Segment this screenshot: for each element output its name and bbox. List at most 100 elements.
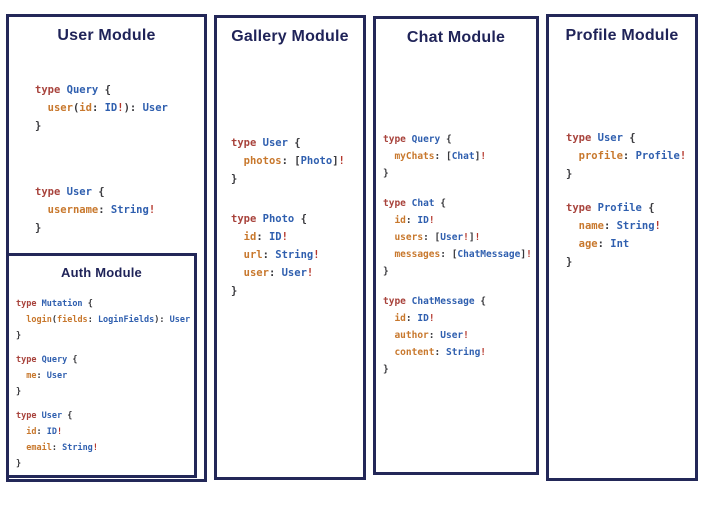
code-line: id: ID! bbox=[383, 310, 536, 327]
code-token: ) bbox=[154, 315, 160, 325]
code-token: User bbox=[597, 132, 623, 144]
code-token: Photo bbox=[262, 213, 295, 225]
code-token: id bbox=[394, 215, 406, 226]
code-token: photos bbox=[243, 155, 282, 167]
code-token bbox=[231, 267, 244, 279]
code-token: { bbox=[300, 213, 307, 225]
code-token: ! bbox=[428, 215, 435, 226]
code-line: author: User! bbox=[383, 327, 536, 344]
code-token: id bbox=[79, 102, 92, 114]
code-token: [ bbox=[451, 249, 458, 260]
code-token bbox=[231, 249, 244, 261]
code-token: } bbox=[16, 387, 22, 397]
code-token: profile bbox=[578, 150, 623, 162]
code-token: ! bbox=[480, 347, 487, 358]
code-line: type ChatMessage { bbox=[383, 293, 536, 310]
code-token bbox=[16, 371, 26, 381]
code-line: } bbox=[383, 263, 536, 280]
code-block: type Chat { id: ID! users: [User!]! mess… bbox=[383, 195, 536, 280]
code-token: ! bbox=[338, 155, 345, 167]
code-token bbox=[383, 330, 394, 341]
code-token: messages bbox=[394, 249, 441, 260]
code-token: } bbox=[16, 459, 22, 469]
module-title: Profile Module bbox=[565, 27, 679, 44]
module-code: type Query { myChats: [Chat]!}type Chat … bbox=[376, 131, 536, 378]
code-token: type bbox=[16, 355, 37, 365]
code-token: users bbox=[394, 232, 424, 243]
code-token: : bbox=[405, 313, 412, 324]
code-token: : bbox=[281, 155, 288, 167]
code-token: { bbox=[629, 132, 636, 144]
code-block: type User { photos: [Photo]!} bbox=[231, 134, 363, 188]
code-token: ] bbox=[332, 155, 339, 167]
code-block: type Query { me: User} bbox=[16, 352, 194, 400]
module-code: type Mutation { login(fields: LoginField… bbox=[9, 296, 194, 472]
code-token: : bbox=[440, 249, 446, 260]
code-token: : bbox=[434, 151, 441, 162]
code-token: [ bbox=[445, 151, 452, 162]
code-token: String bbox=[62, 443, 93, 453]
code-token bbox=[383, 313, 394, 324]
code-block: type Profile { name: String! age: Int} bbox=[566, 199, 695, 271]
code-token: Profile bbox=[635, 150, 680, 162]
code-token bbox=[383, 215, 394, 226]
code-token: } bbox=[231, 173, 238, 185]
module-code: type Query { user(id: ID!): User}type Us… bbox=[9, 81, 204, 237]
code-line: } bbox=[383, 165, 536, 182]
code-token: ( bbox=[72, 102, 80, 114]
code-line: id: ID! bbox=[231, 228, 363, 246]
code-token: ChatMessage bbox=[411, 296, 475, 307]
code-token: : bbox=[622, 150, 630, 162]
code-line: } bbox=[566, 253, 695, 271]
code-token: ID bbox=[268, 231, 282, 243]
module-title: Auth Module bbox=[61, 265, 142, 280]
code-token: Query bbox=[66, 84, 99, 96]
code-line: type User { bbox=[35, 183, 204, 201]
code-token: author bbox=[394, 330, 429, 341]
code-token: User bbox=[262, 137, 288, 149]
code-token: ! bbox=[148, 204, 156, 216]
code-line: username: String! bbox=[35, 201, 204, 219]
code-token bbox=[16, 443, 26, 453]
code-token: String bbox=[110, 204, 149, 216]
code-token: user bbox=[243, 267, 269, 279]
code-token: type bbox=[566, 132, 592, 144]
code-token: } bbox=[35, 222, 42, 234]
code-line: type Query { bbox=[383, 131, 536, 148]
code-token: : bbox=[428, 330, 435, 341]
code-token: type bbox=[231, 213, 257, 225]
code-token: ! bbox=[526, 249, 532, 260]
code-line: me: User bbox=[16, 368, 194, 384]
code-line: } bbox=[383, 361, 536, 378]
code-token: { bbox=[67, 411, 73, 421]
code-token: me bbox=[26, 371, 37, 381]
code-token: : bbox=[423, 232, 429, 243]
code-token: fields bbox=[56, 315, 88, 325]
code-token: Profile bbox=[597, 202, 642, 214]
code-line: } bbox=[231, 170, 363, 188]
code-token: type bbox=[35, 84, 61, 96]
code-line: } bbox=[16, 328, 194, 344]
code-token: type bbox=[383, 296, 406, 307]
code-token: url bbox=[243, 249, 263, 261]
code-line: } bbox=[231, 282, 363, 300]
code-token: User bbox=[440, 232, 464, 243]
code-token: : bbox=[87, 315, 93, 325]
code-token: ! bbox=[306, 267, 314, 279]
code-token: User bbox=[41, 411, 63, 421]
code-token: : bbox=[603, 220, 611, 232]
code-line: } bbox=[35, 117, 204, 135]
code-line: id: ID! bbox=[16, 424, 194, 440]
code-token: login bbox=[26, 315, 52, 325]
code-line: photos: [Photo]! bbox=[231, 152, 363, 170]
code-line: type Query { bbox=[35, 81, 204, 99]
code-token: : bbox=[36, 427, 42, 437]
code-token: Chat bbox=[451, 151, 475, 162]
code-token: Int bbox=[610, 238, 630, 250]
code-block: type User { id: ID! email: String!} bbox=[16, 408, 194, 472]
code-block: type ChatMessage { id: ID! author: User!… bbox=[383, 293, 536, 378]
code-token: String bbox=[445, 347, 481, 358]
code-line: age: Int bbox=[566, 235, 695, 253]
code-token: type bbox=[566, 202, 592, 214]
code-token: } bbox=[231, 285, 238, 297]
